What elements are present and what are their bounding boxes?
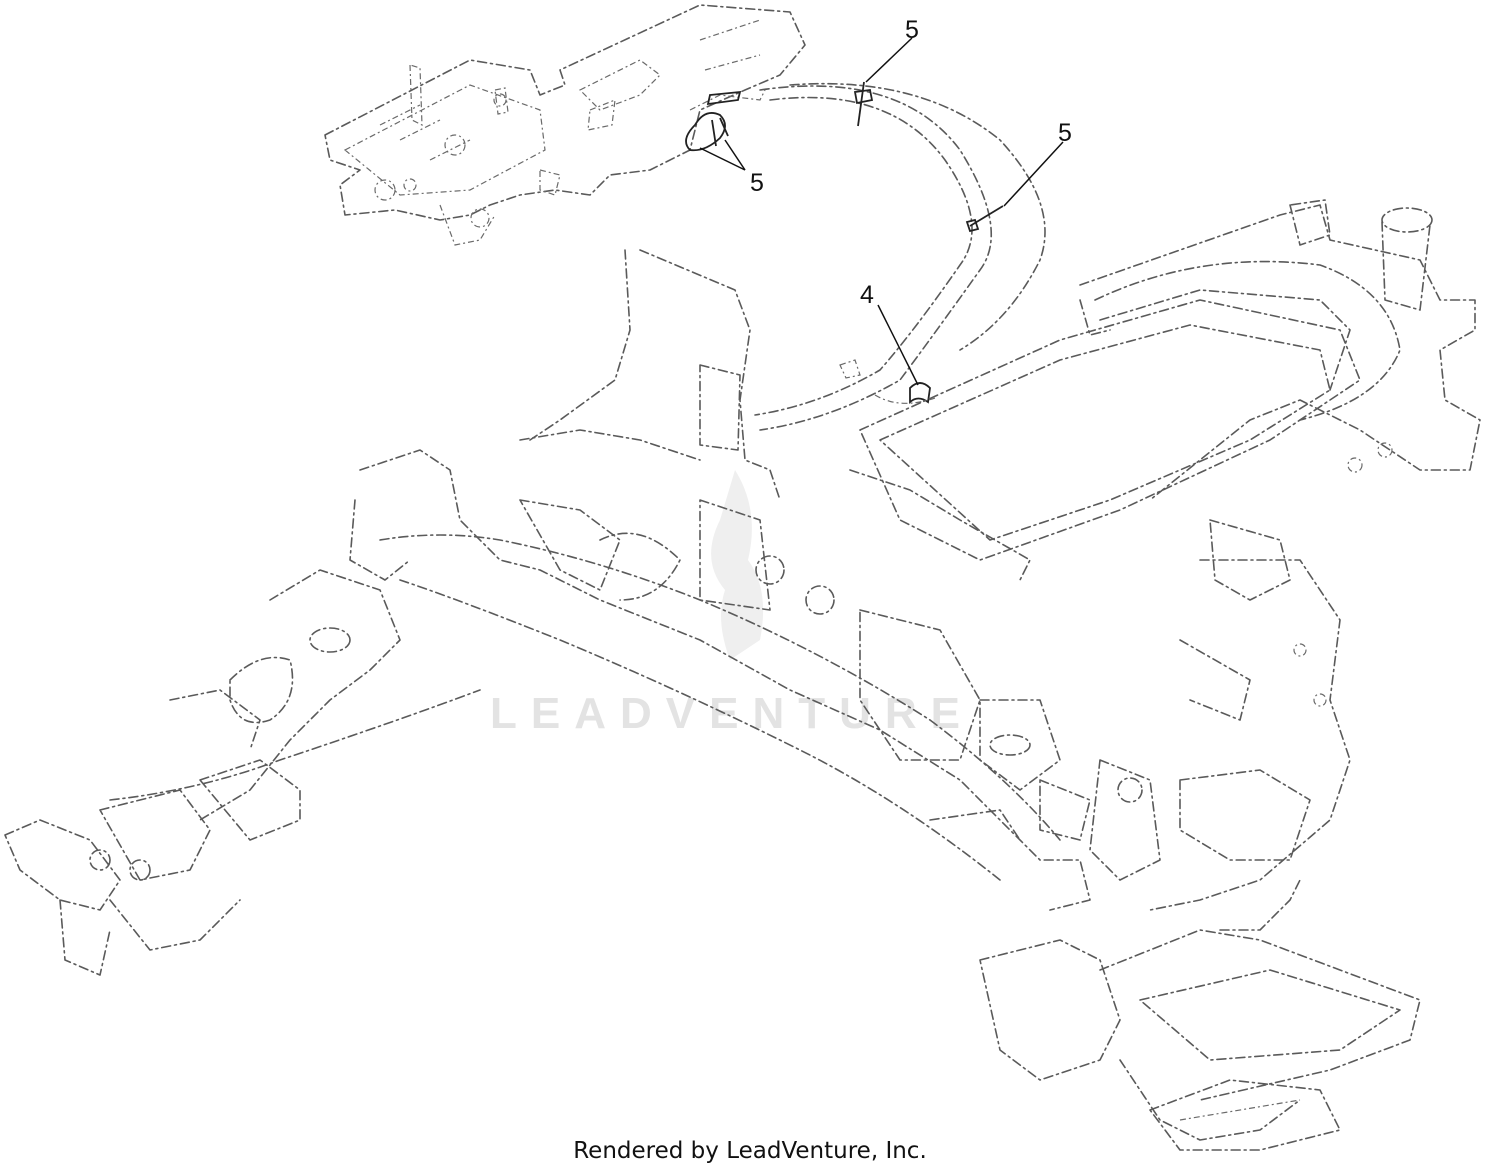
- wire-harness: [685, 82, 1046, 431]
- callout-5b: 5: [1058, 119, 1072, 147]
- rear-frame: [1079, 199, 1481, 501]
- mid-frame-plates: [519, 469, 1291, 841]
- front-cross-tube: [349, 449, 1091, 911]
- tie-strap-5b: [969, 205, 1004, 227]
- leader-5c-1: [724, 139, 746, 171]
- right-side-frame: [1089, 559, 1351, 911]
- render-credit: Rendered by LeadVenture, Inc.: [573, 1138, 927, 1164]
- left-front-assembly: [4, 569, 481, 976]
- leader-4: [877, 304, 919, 386]
- leader-5a: [865, 37, 913, 83]
- callout-5c: 5: [750, 169, 764, 197]
- watermark-text: LEADVENTURE: [490, 689, 974, 738]
- callout-5a: 5: [905, 16, 919, 44]
- control-plate-assembly: [324, 4, 806, 246]
- tie-strap-5a: [857, 81, 865, 127]
- leader-5c-2: [699, 147, 746, 171]
- leader-5b: [1003, 141, 1064, 207]
- callout-labels: 5 5 5 4: [750, 16, 1072, 309]
- clamp-part: [839, 359, 936, 404]
- foot-plate: [979, 879, 1421, 1151]
- main-chassis: [519, 249, 1361, 561]
- tie-strap-parts: [711, 81, 1004, 233]
- callout-4: 4: [860, 281, 874, 309]
- callout-leaders: [699, 37, 1064, 386]
- clamp-4: [909, 382, 931, 404]
